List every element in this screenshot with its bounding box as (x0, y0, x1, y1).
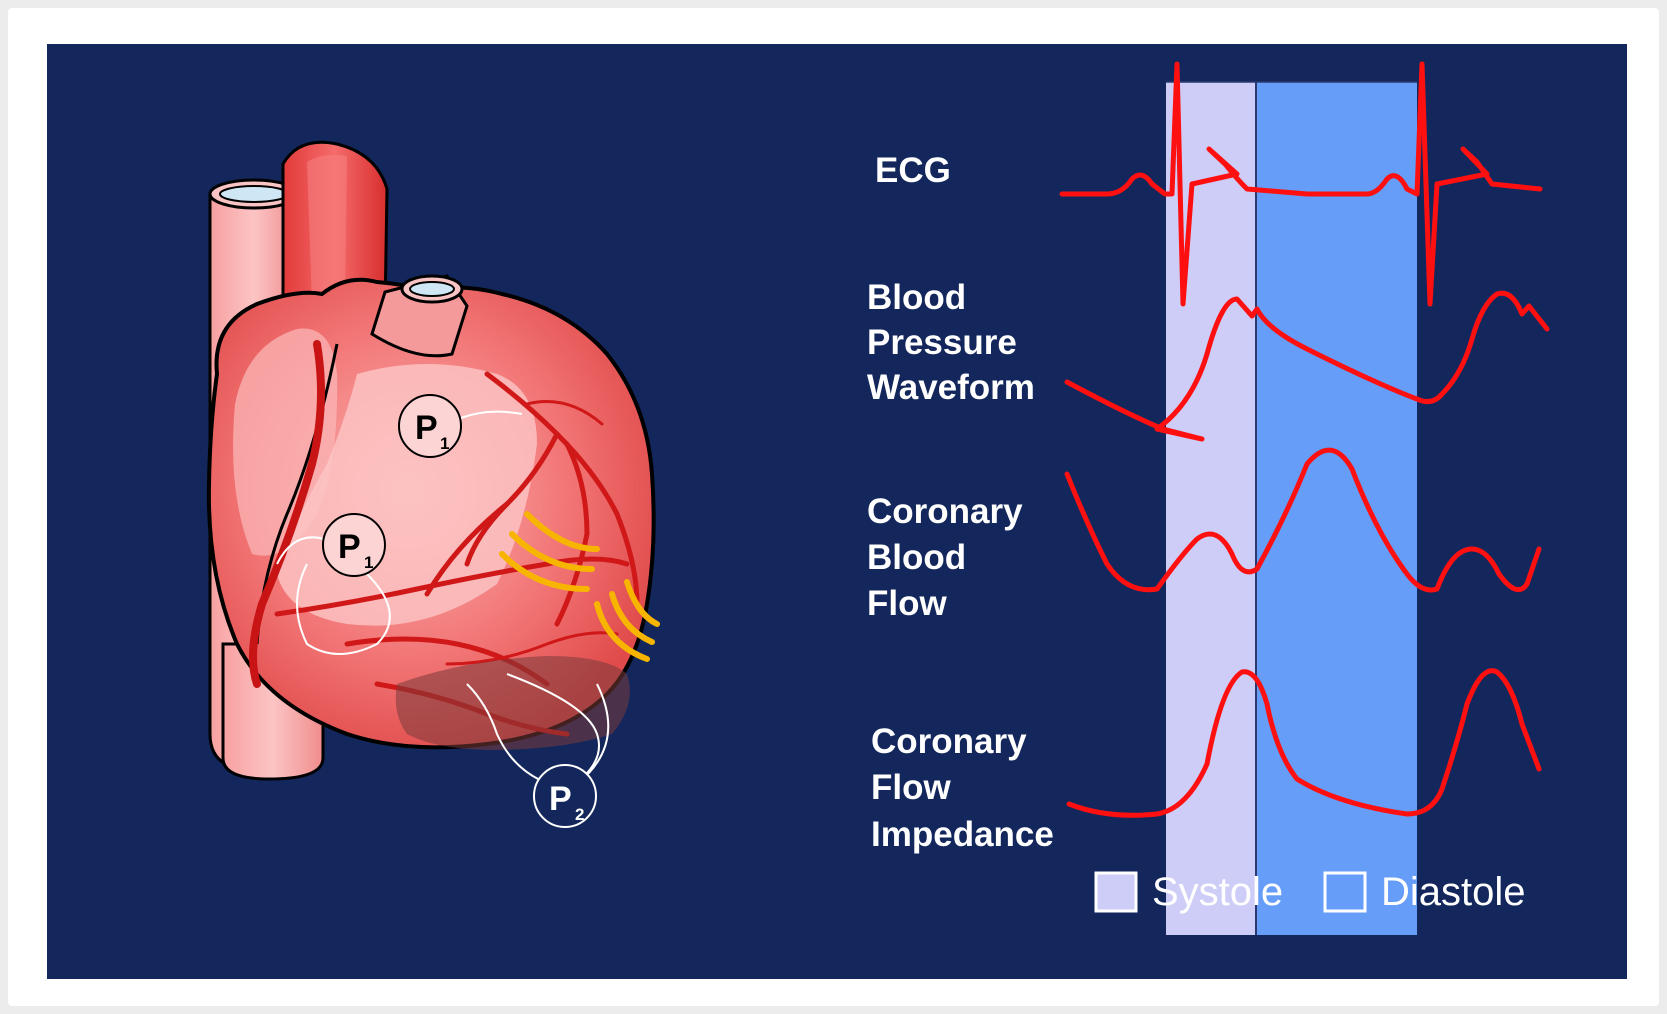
legend-systole-swatch (1096, 873, 1136, 911)
svg-text:P: P (338, 528, 361, 566)
label-blood-pressure-1: Blood (867, 278, 966, 317)
label-blood-pressure-3: Waveform (867, 368, 1035, 407)
svg-text:1: 1 (440, 434, 449, 453)
diagram-canvas: P 1 1 P 1 P 2 (47, 44, 1627, 979)
probe-p1-lower: 1 P 1 (323, 514, 385, 576)
legend-diastole-swatch (1325, 873, 1365, 911)
trace-labels: ECG Blood Pressure Waveform Coronary Blo… (867, 151, 1054, 854)
label-coronary-impedance-2: Flow (871, 768, 951, 807)
label-coronary-impedance-1: Coronary (871, 722, 1027, 761)
probe-p1-upper: P 1 (399, 395, 461, 457)
label-coronary-blood-flow-3: Flow (867, 584, 947, 623)
label-coronary-blood-flow-1: Coronary (867, 492, 1023, 531)
svg-text:P: P (415, 409, 438, 447)
label-blood-pressure-2: Pressure (867, 323, 1017, 362)
legend-systole-label: Systole (1152, 870, 1283, 914)
legend-diastole-label: Diastole (1381, 870, 1526, 914)
svg-text:1: 1 (364, 553, 373, 572)
heart-illustration: P 1 1 P 1 P 2 (209, 142, 657, 827)
label-ecg: ECG (875, 151, 951, 190)
diagram-panel: P 1 1 P 1 P 2 (47, 44, 1627, 979)
svg-text:2: 2 (575, 805, 584, 824)
probe-p2: P 2 (534, 765, 596, 827)
label-coronary-blood-flow-2: Blood (867, 538, 966, 577)
diastole-band (1256, 82, 1417, 935)
svg-text:P: P (549, 780, 572, 818)
label-coronary-impedance-3: Impedance (871, 815, 1054, 854)
